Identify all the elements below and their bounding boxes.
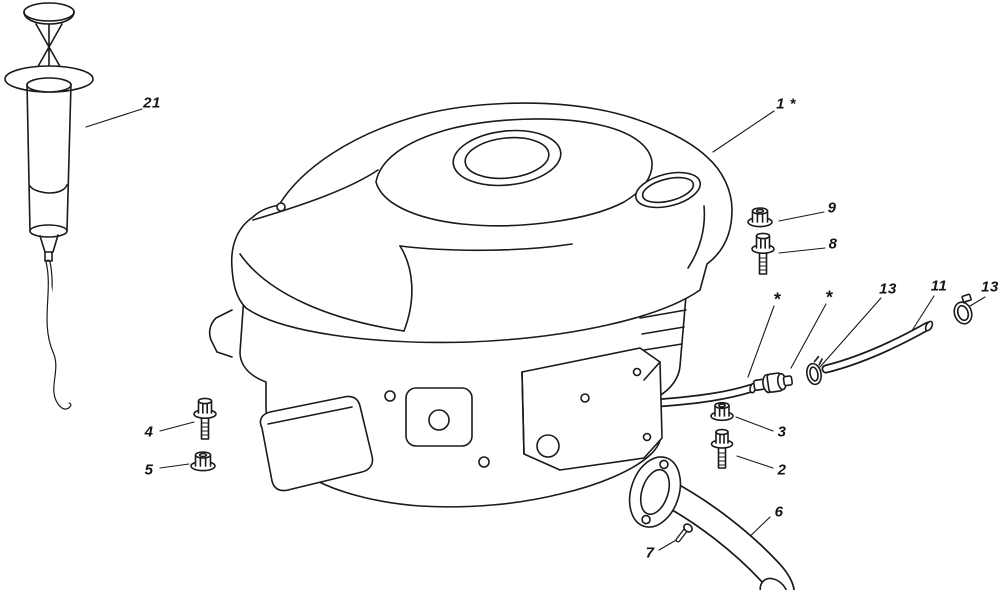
bolt-4 <box>193 397 217 440</box>
flange-nut-5 <box>190 451 216 472</box>
hose-clamp-right <box>953 293 973 325</box>
bolt-8 <box>751 232 775 275</box>
hose-clamp-left <box>806 355 823 386</box>
flange-nut-9 <box>747 207 773 228</box>
engine-shroud <box>230 102 733 344</box>
fuel-line-assembly <box>653 293 973 408</box>
bolt-2 <box>710 428 734 469</box>
engine-block <box>208 295 687 508</box>
oil-syringe <box>4 2 94 410</box>
exhaust-flange <box>628 456 682 528</box>
flange-nut-3 <box>710 401 734 422</box>
screw-7 <box>675 523 693 543</box>
fuel-connector <box>752 372 793 394</box>
exhaust-pipe <box>628 456 795 590</box>
